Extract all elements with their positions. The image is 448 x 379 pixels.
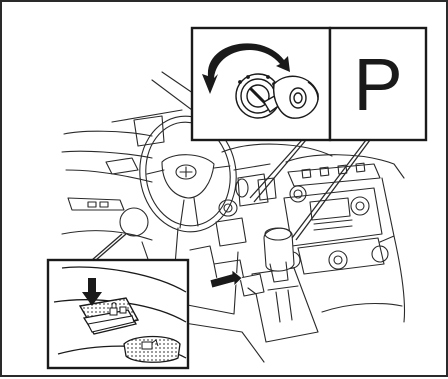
window-switch-lower bbox=[124, 337, 180, 363]
door-panel bbox=[62, 131, 152, 240]
ignition-area bbox=[216, 179, 248, 246]
door-speaker bbox=[120, 208, 148, 236]
park-inset: P bbox=[330, 28, 426, 140]
ignition-inset bbox=[192, 28, 330, 140]
door-switch-1 bbox=[88, 202, 96, 207]
pedal-area bbox=[190, 246, 264, 296]
park-position-icon: P bbox=[353, 43, 402, 126]
door-switch-2 bbox=[100, 202, 108, 207]
knob-right bbox=[351, 197, 369, 215]
window-lock-inset bbox=[48, 260, 188, 368]
knob-left bbox=[290, 186, 306, 202]
